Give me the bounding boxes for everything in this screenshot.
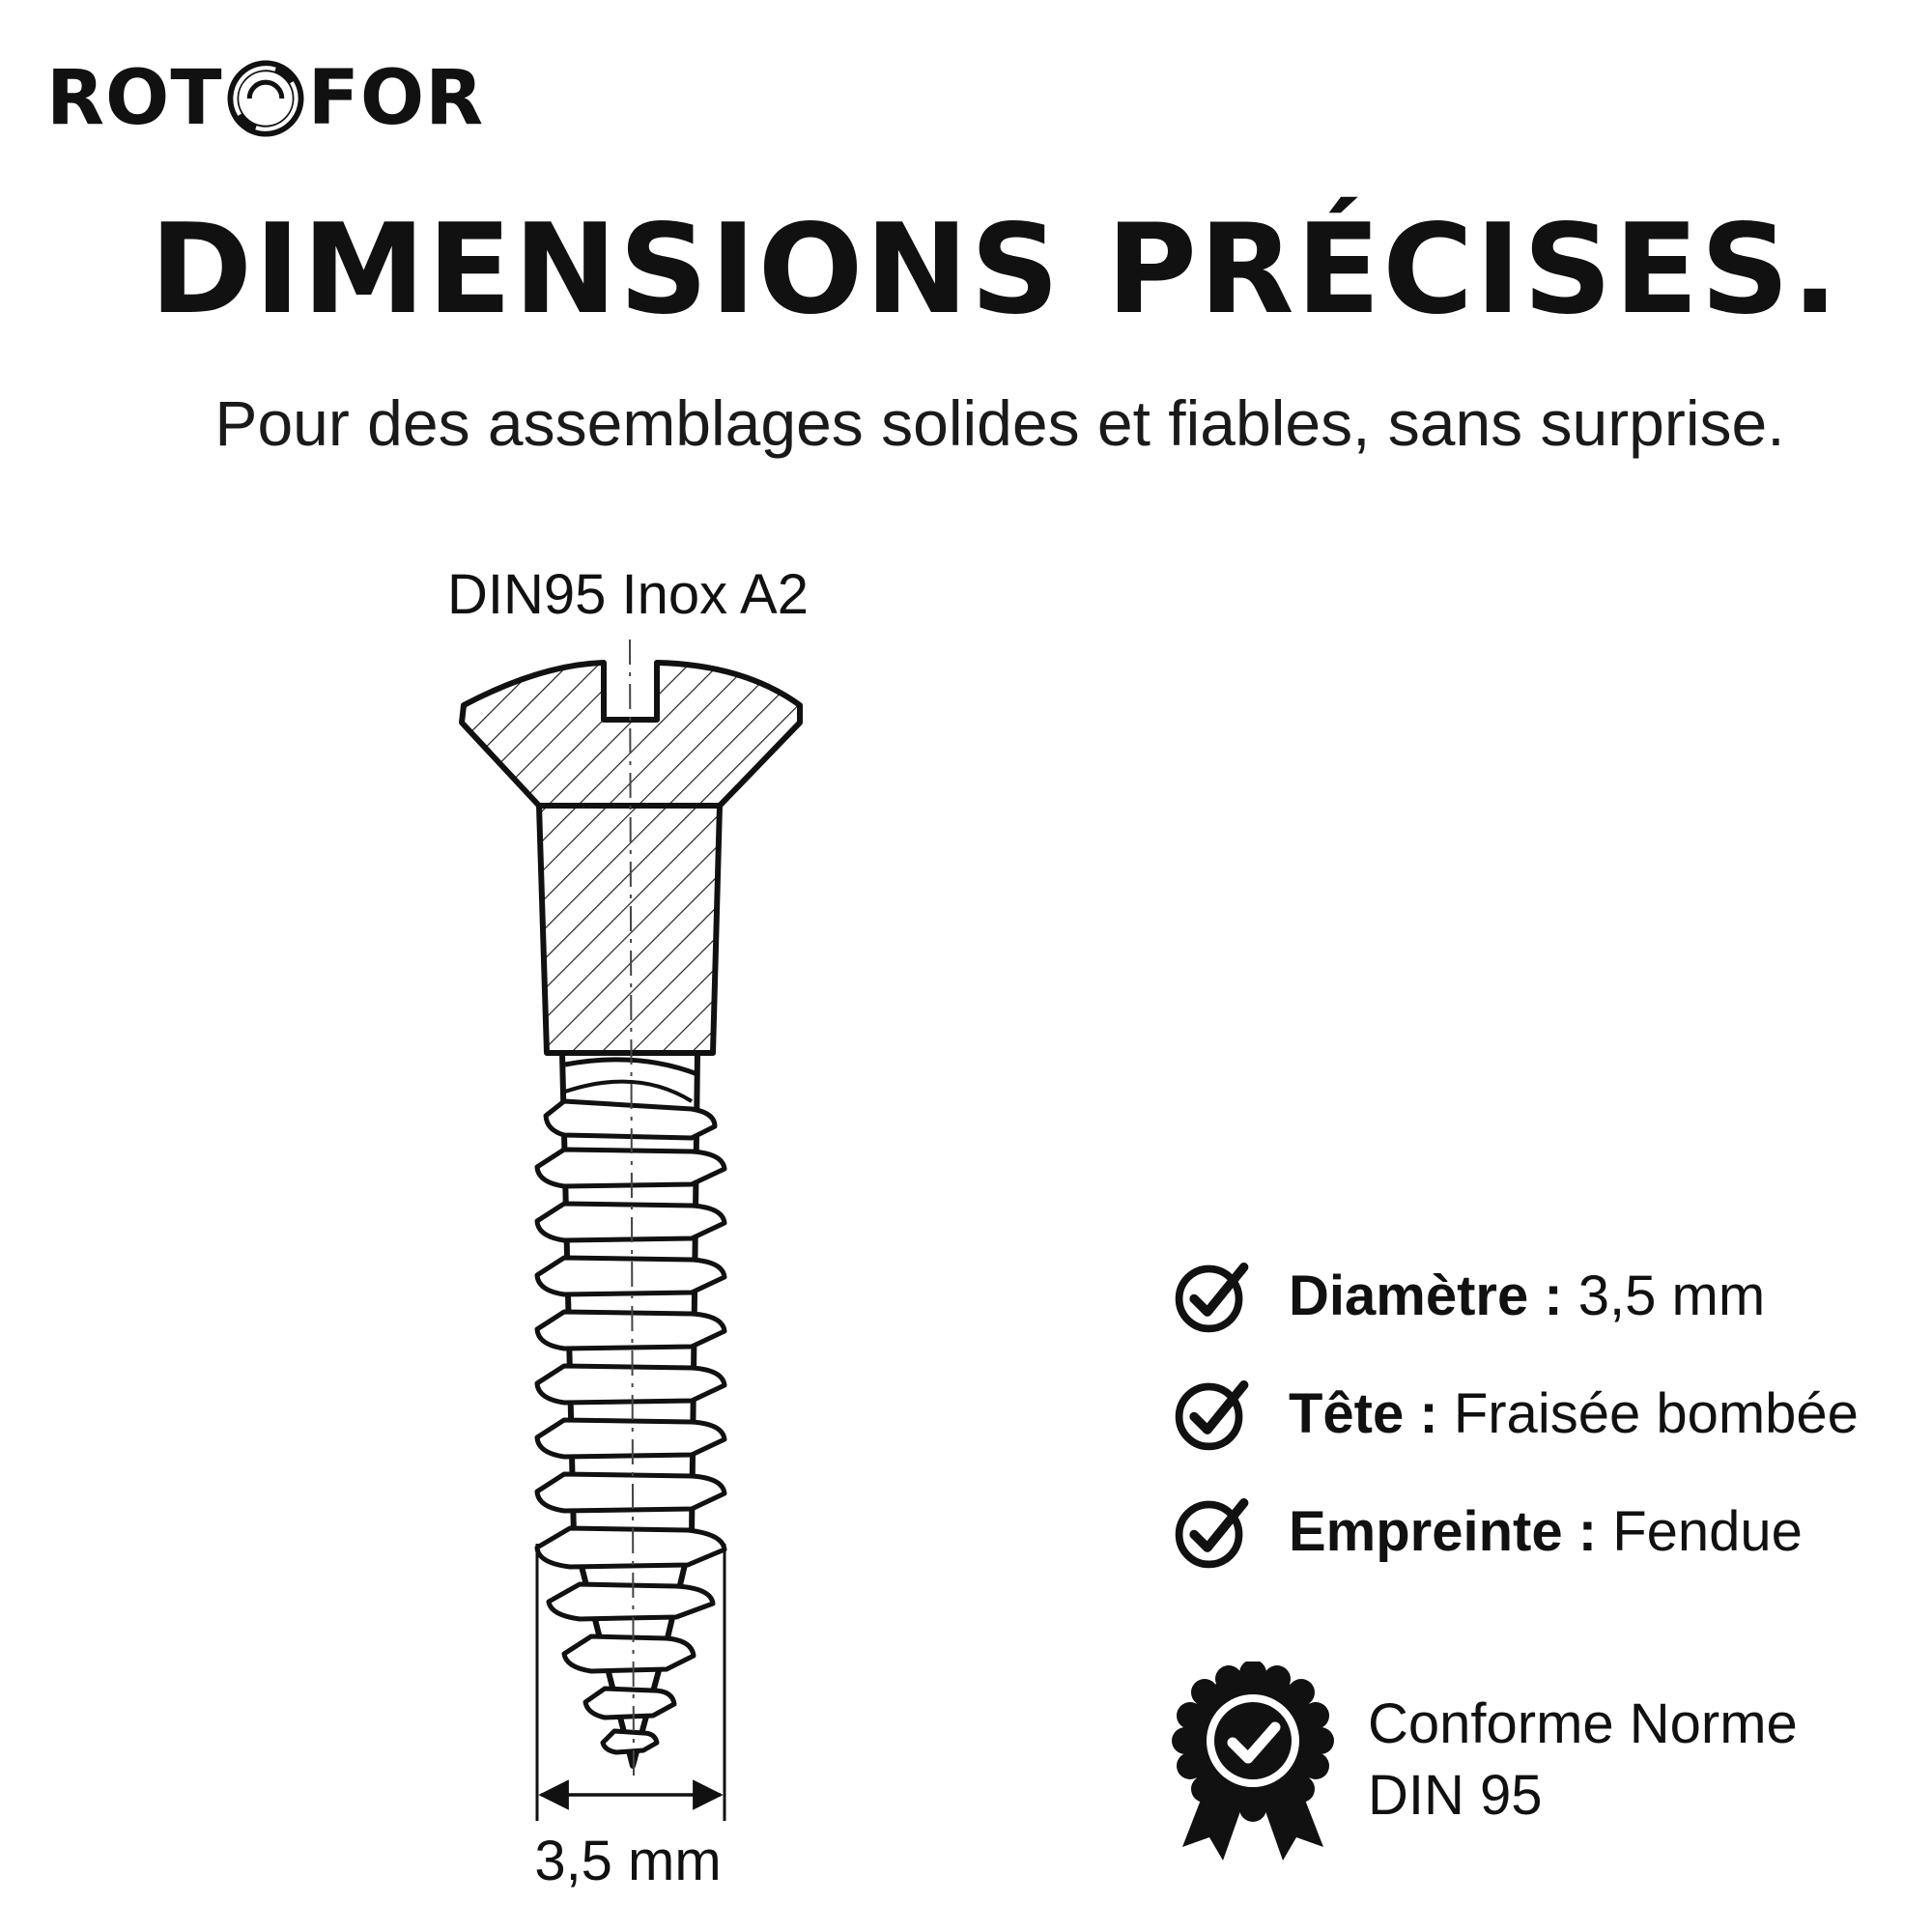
certification-text: Conforme Norme DIN 95 — [1368, 1689, 1798, 1832]
award-badge-icon — [1171, 1662, 1335, 1869]
page-title: DIMENSIONS PRÉCISES. — [149, 198, 1841, 342]
feature-item-diameter: Diamètre : 3,5 mm — [1171, 1236, 1859, 1354]
screw-shank — [536, 803, 723, 1056]
feature-key: Empreinte : — [1289, 1499, 1598, 1563]
feature-key: Tête : — [1289, 1381, 1438, 1445]
screw-center-axis — [629, 639, 635, 1778]
logo-text-left: ROT — [46, 55, 223, 142]
logo-swirl-icon — [225, 58, 306, 139]
feature-item-head: Tête : Fraisée bombée — [1171, 1354, 1859, 1472]
screw-model-label: DIN95 Inox A2 — [447, 563, 809, 626]
check-circle-icon — [1171, 1372, 1254, 1455]
logo-text-right: FOR — [307, 55, 485, 142]
feature-value: Fraisée bombée — [1453, 1381, 1859, 1445]
feature-list: Diamètre : 3,5 mm Tête : Fraisée bombée … — [1171, 1236, 1859, 1590]
page-subtitle: Pour des assemblages solides et fiables,… — [214, 387, 1785, 459]
check-circle-icon — [1171, 1254, 1254, 1337]
diameter-dimension-label: 3,5 mm — [534, 1830, 722, 1892]
check-circle-icon — [1171, 1490, 1254, 1573]
screw-threads — [534, 1098, 727, 1755]
feature-value: 3,5 mm — [1577, 1264, 1766, 1327]
feature-key: Diamètre : — [1289, 1264, 1563, 1327]
feature-item-drive: Empreinte : Fendue — [1171, 1472, 1859, 1590]
feature-value: Fendue — [1612, 1499, 1803, 1563]
certification-line-1: Conforme Norme — [1368, 1692, 1798, 1755]
certification-line-2: DIN 95 — [1368, 1764, 1543, 1827]
brand-logo: ROT FOR — [46, 50, 484, 147]
